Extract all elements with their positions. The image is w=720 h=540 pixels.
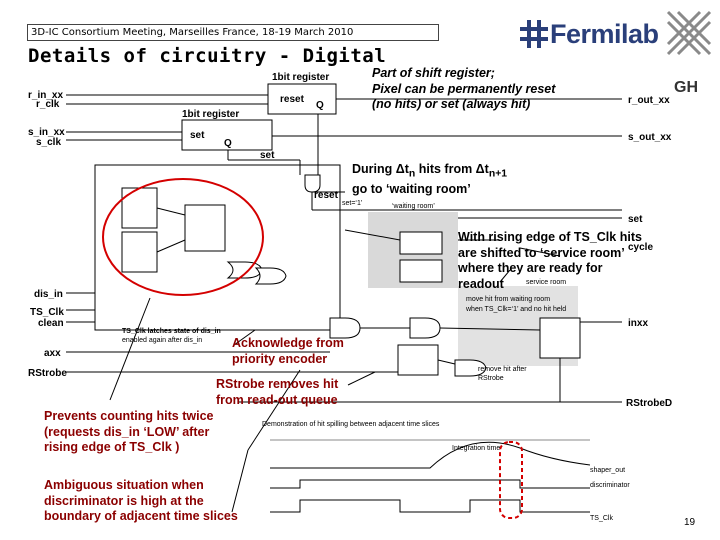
signal-inxx: inxx xyxy=(628,318,648,329)
timing-discriminator: discriminator xyxy=(590,482,630,489)
service-room-label: service room xyxy=(526,279,566,286)
note-prevents: Prevents counting hits twice (requests d… xyxy=(44,409,214,454)
slide-title: Details of circuitry - Digital xyxy=(28,45,387,67)
signal-s-in: s_in_xx xyxy=(28,127,65,138)
signal-axx: axx xyxy=(44,348,61,359)
register-2-title: 1bit register xyxy=(182,109,239,120)
timing-shaper: shaper_out xyxy=(590,467,625,474)
note-rstrobe: RStrobe removes hit from read-out queue xyxy=(216,377,339,407)
signal-cycle: cycle xyxy=(628,242,653,253)
signal-clean: clean xyxy=(38,318,64,329)
conference-banner: 3D-IC Consortium Meeting, Marseilles Fra… xyxy=(27,24,439,41)
note-ambiguous: Ambiguous situation when discriminator i… xyxy=(44,478,238,523)
signal-rstrobe: RStrobe xyxy=(28,368,67,379)
move-hit-line-2: when TS_Clk=‘1’ and no hit held xyxy=(465,306,566,313)
signal-r-out: r_out_xx xyxy=(628,95,670,106)
register-2-port: set xyxy=(190,130,205,141)
note-waiting-room: During Δtn hits from Δtn+1 go to ‘waitin… xyxy=(352,162,508,196)
signal-ts-clk: TS_Clk xyxy=(30,307,64,318)
register-2-q: Q xyxy=(224,138,232,149)
signal-r-clk: r_clk xyxy=(36,99,60,110)
waiting-room-label: ‘waiting room’ xyxy=(392,203,435,210)
timing-integration: Integration time xyxy=(452,445,500,452)
page-number: 19 xyxy=(684,517,696,528)
fermilab-logo-icon xyxy=(520,20,548,48)
gh-text: GH xyxy=(674,79,698,96)
register-2 xyxy=(181,119,273,151)
signal-s-out: s_out_xx xyxy=(628,132,672,143)
gh-logo-icon: GH xyxy=(666,10,712,96)
reset-net-label: reset xyxy=(314,190,339,201)
timing-clock: TS_Clk xyxy=(590,515,613,522)
register-1-port: reset xyxy=(280,94,305,105)
register-1-title: 1bit register xyxy=(272,72,329,83)
fermilab-wordmark: Fermilab xyxy=(550,19,659,49)
move-hit-line-1: move hit from waiting room xyxy=(466,296,550,303)
set-equals-label: set=‘1’ xyxy=(342,200,363,207)
conference-text: 3D-IC Consortium Meeting, Marseilles Fra… xyxy=(31,27,354,38)
remove-hit-line-1: remove hit after xyxy=(478,366,527,373)
register-1-q: Q xyxy=(316,100,324,111)
note-service-room: With rising edge of TS_Clk hits are shif… xyxy=(458,230,642,291)
timing-caption: Demonstration of hit spilling between ad… xyxy=(262,421,440,428)
set-net-label: set xyxy=(260,150,275,161)
ts-clk-latch-line-2: enabled again after dis_in xyxy=(122,337,202,344)
signal-dis-in: dis_in xyxy=(34,289,63,300)
signal-set: set xyxy=(628,214,643,225)
signal-r-in: r_in_xx xyxy=(28,90,63,101)
prevents-circle xyxy=(102,178,264,296)
note-shift-register: Part of shift register; Pixel can be per… xyxy=(372,66,556,111)
ambiguous-marker xyxy=(499,441,523,519)
remove-hit-line-2: RStrobe xyxy=(478,375,504,382)
signal-rstrobed: RStrobeD xyxy=(626,398,672,409)
signal-s-clk: s_clk xyxy=(36,137,61,148)
ts-clk-latch-line-1: TS_Clk latches state of dis_in xyxy=(122,328,221,335)
note-acknowledge: Acknowledge from priority encoder xyxy=(232,336,344,366)
